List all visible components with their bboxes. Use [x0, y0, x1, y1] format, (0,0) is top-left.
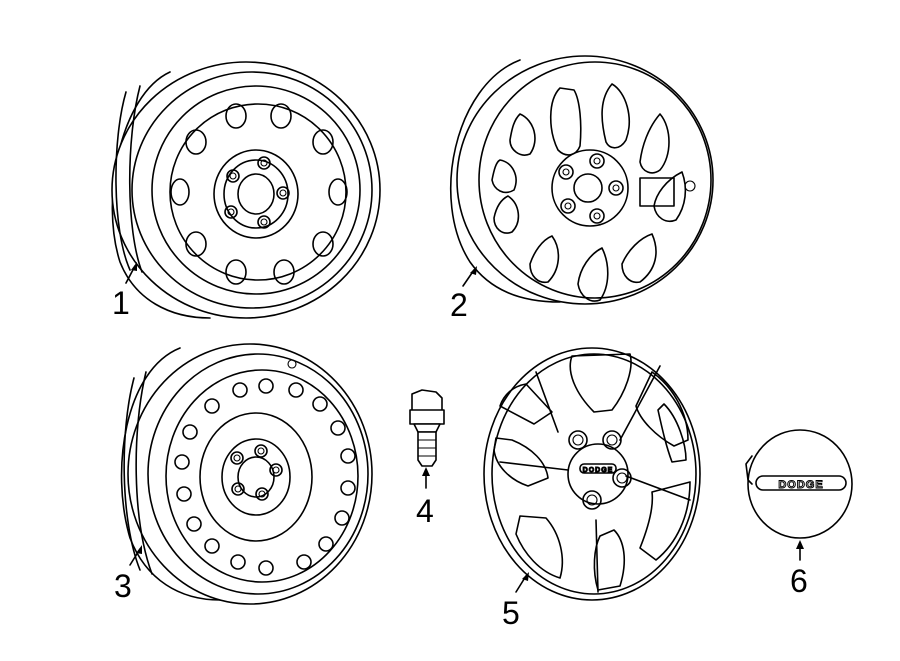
- callout-label-5: 5: [502, 595, 520, 631]
- callout-label-3: 3: [114, 568, 132, 604]
- callout-arrow-5: [515, 572, 529, 593]
- callout-label-6: 6: [790, 563, 808, 599]
- callout-arrow-1: [125, 262, 137, 284]
- alloy-wheel-part-2[interactable]: [450, 55, 714, 305]
- lug-holes: [230, 444, 283, 501]
- wheel-cover-part-5[interactable]: DODGE: [483, 347, 701, 601]
- lug-holes: [558, 153, 624, 224]
- vent-holes: [174, 378, 356, 576]
- callout-arrow-6: [796, 540, 804, 561]
- cover-spoke-openings: [493, 353, 691, 593]
- steel-wheel-part-1[interactable]: [111, 61, 381, 319]
- callout-arrow-4: [422, 467, 430, 489]
- callout-arrow-2: [462, 266, 477, 287]
- callout-label-4: 4: [416, 493, 434, 529]
- callout-arrow-3: [129, 545, 142, 566]
- vent-holes: [170, 103, 348, 285]
- lug-caps: [568, 430, 632, 510]
- center-cap-part-6[interactable]: DODGE: [745, 429, 853, 539]
- wheel-cover-logo: DODGE: [583, 467, 614, 474]
- lug-bolt-part-4[interactable]: [409, 389, 445, 467]
- callout-label-1: 1: [112, 285, 130, 321]
- callout-label-2: 2: [450, 287, 468, 323]
- center-cap-logo: DODGE: [778, 479, 823, 491]
- spare-wheel-part-3[interactable]: [120, 343, 373, 605]
- lug-holes: [224, 156, 290, 229]
